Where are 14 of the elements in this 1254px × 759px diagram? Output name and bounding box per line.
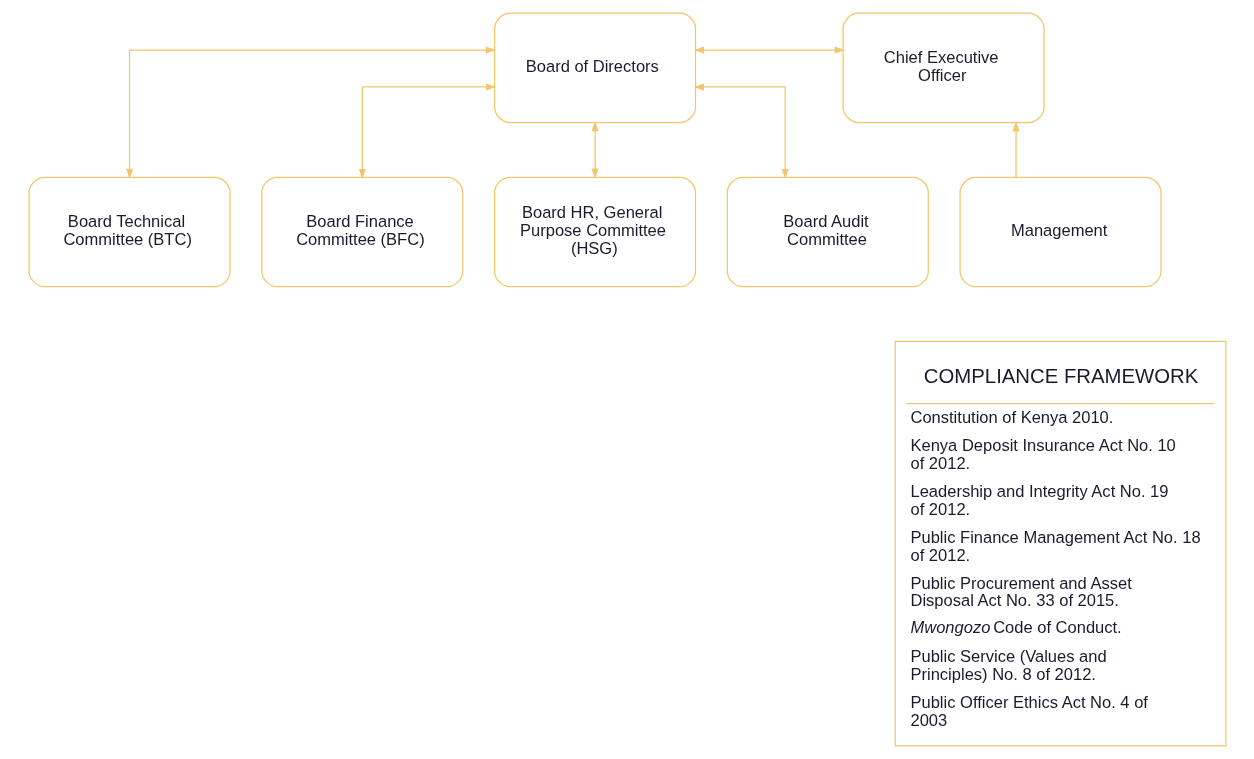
arrow [693, 46, 845, 54]
node-box: COMPLIANCE FRAMEWORK Constitution of Kenya 2010. Kenya Deposit Insurance Act No. 10 of 2012. Leadership and Integrity Act No. 19 of 2012. Public Finance Management Act No. 18 of 2012. Public Procurement and Asset Disposal Act No. 33 of 2015. Mwongozo Code of Conduct. Public Service (Values and Principles) No. 8 of 2012. Public Officer Ethics Act No. 4 of 2003 [894, 340, 1227, 747]
node-box: Board Technical Committee (BTC) [27, 176, 231, 288]
arrow [358, 83, 496, 180]
arrow [125, 46, 496, 179]
arrow [1012, 121, 1020, 178]
node-box: Management [958, 176, 1162, 288]
node-box: Board Finance Committee (BFC) [260, 176, 463, 288]
node-box: Board Audit Committee [726, 176, 929, 288]
arrow [693, 83, 789, 180]
node-box: Board HR, General Purpose Committee (HSG) [493, 176, 696, 288]
arrow [591, 121, 599, 179]
node-box: Board of Directors [493, 12, 696, 124]
node-box: Chief Executive Officer [841, 12, 1045, 124]
